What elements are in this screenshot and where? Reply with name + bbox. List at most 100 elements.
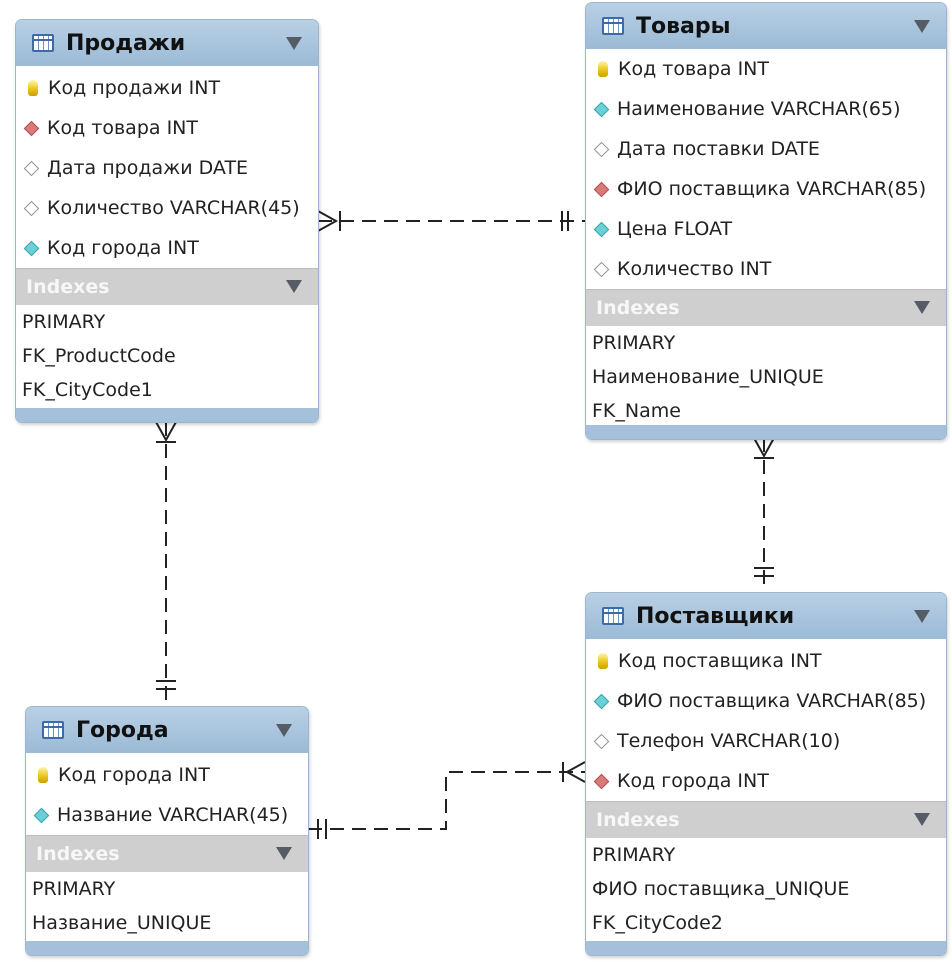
table-title: Продажи [66, 30, 186, 56]
table-sales[interactable]: Продажи Код продажи INT Код товара INT Дат… [15, 19, 319, 423]
relationship-sales-cities[interactable] [155, 421, 177, 706]
index-row[interactable]: Название_UNIQUE [32, 912, 212, 934]
column-row[interactable]: Код города INT [16, 228, 318, 268]
indexes-header[interactable]: Indexes [16, 268, 318, 305]
crowfoot-many-marker [562, 761, 586, 783]
column-row[interactable]: Код поставщика INT [586, 641, 946, 681]
crowfoot-many-marker [155, 421, 177, 443]
column-label: Количество VARCHAR(45) [47, 197, 300, 219]
column-label: Код товара INT [47, 117, 198, 139]
column-list: Код продажи INT Код товара INT Дата продаж… [16, 66, 318, 268]
indexes-title: Indexes [596, 297, 680, 319]
table-products[interactable]: Товары Код товара INT Наименование VARCHA… [585, 2, 947, 440]
table-cities[interactable]: Города Код города INT Название VARCHAR(45… [25, 706, 309, 956]
index-row[interactable]: PRIMARY [22, 311, 106, 333]
column-row[interactable]: Дата поставки DATE [586, 129, 946, 169]
table-footer [586, 941, 946, 955]
indexes-header[interactable]: Indexes [26, 835, 308, 872]
primary-key-icon [598, 653, 608, 669]
table-title: Поставщики [636, 603, 795, 629]
column-row[interactable]: Дата продажи DATE [16, 148, 318, 188]
column-row[interactable]: Количество INT [586, 249, 946, 289]
crowfoot-many-marker [317, 210, 341, 232]
column-row[interactable]: ФИО поставщика VARCHAR(85) [586, 681, 946, 721]
collapse-arrow-icon[interactable] [276, 724, 292, 737]
not-null-column-icon [593, 221, 610, 237]
table-icon [42, 721, 64, 739]
table-footer [16, 408, 318, 422]
index-list: PRIMARY Название_UNIQUE [26, 872, 308, 940]
collapse-arrow-icon[interactable] [914, 813, 930, 826]
column-row[interactable]: Код города INT [26, 755, 308, 795]
table-header[interactable]: Товары [586, 3, 946, 49]
column-row[interactable]: Наименование VARCHAR(65) [586, 89, 946, 129]
column-label: Код продажи INT [48, 77, 221, 99]
index-row[interactable]: PRIMARY [592, 332, 676, 354]
column-row[interactable]: Название VARCHAR(45) [26, 795, 308, 835]
foreign-key-icon [593, 181, 610, 197]
table-header[interactable]: Поставщики [586, 593, 946, 639]
column-row[interactable]: Код города INT [586, 761, 946, 801]
index-list: PRIMARY Наименование_UNIQUE FK_Name [586, 326, 946, 428]
one-marker [754, 567, 774, 577]
index-row[interactable]: FK_CityCode1 [22, 379, 153, 401]
not-null-column-icon [593, 693, 610, 709]
table-header[interactable]: Продажи [16, 20, 318, 66]
collapse-arrow-icon[interactable] [914, 20, 930, 33]
column-list: Код поставщика INT ФИО поставщика VARCHAR… [586, 639, 946, 801]
indexes-title: Indexes [596, 809, 680, 831]
indexes-title: Indexes [26, 276, 110, 298]
relationship-suppliers-cities[interactable] [308, 761, 586, 839]
column-label: ФИО поставщика VARCHAR(85) [617, 690, 927, 712]
column-list: Код города INT Название VARCHAR(45) [26, 753, 308, 835]
table-header[interactable]: Города [26, 707, 308, 753]
relationship-sales-products[interactable] [317, 210, 585, 232]
relationship-products-suppliers[interactable] [753, 437, 775, 592]
index-row[interactable]: PRIMARY [32, 878, 116, 900]
foreign-key-icon [593, 773, 610, 789]
column-label: Дата продажи DATE [47, 157, 249, 179]
nullable-column-icon [593, 261, 610, 277]
indexes-header[interactable]: Indexes [586, 801, 946, 838]
column-label: Количество INT [617, 258, 772, 280]
column-row[interactable]: Код продажи INT [16, 68, 318, 108]
column-label: Код города INT [58, 764, 210, 786]
index-row[interactable]: FK_ProductCode [22, 345, 176, 367]
table-icon [602, 607, 624, 625]
index-row[interactable]: ФИО поставщика_UNIQUE [592, 878, 850, 900]
column-label: ФИО поставщика VARCHAR(85) [617, 178, 927, 200]
column-row[interactable]: Количество VARCHAR(45) [16, 188, 318, 228]
primary-key-icon [598, 61, 608, 77]
column-label: Дата поставки DATE [617, 138, 820, 160]
table-suppliers[interactable]: Поставщики Код поставщика INT ФИО поставщ… [585, 592, 947, 956]
column-label: Код товара INT [618, 58, 769, 80]
index-row[interactable]: FK_Name [592, 400, 681, 422]
indexes-title: Indexes [36, 843, 120, 865]
column-label: Код города INT [617, 770, 769, 792]
crowfoot-many-marker [753, 437, 775, 459]
foreign-key-icon [23, 120, 40, 136]
column-row[interactable]: Цена FLOAT [586, 209, 946, 249]
collapse-arrow-icon[interactable] [286, 37, 302, 50]
collapse-arrow-icon[interactable] [276, 847, 292, 860]
index-list: PRIMARY ФИО поставщика_UNIQUE FK_CityCode2 [586, 838, 946, 940]
table-title: Города [76, 717, 169, 743]
collapse-arrow-icon[interactable] [914, 610, 930, 623]
column-label: Код города INT [47, 237, 199, 259]
column-label: Код поставщика INT [618, 650, 822, 672]
nullable-column-icon [23, 160, 40, 176]
index-row[interactable]: PRIMARY [592, 844, 676, 866]
table-icon [602, 17, 624, 35]
index-row[interactable]: FK_CityCode2 [592, 912, 723, 934]
column-row[interactable]: Код товара INT [16, 108, 318, 148]
collapse-arrow-icon[interactable] [914, 301, 930, 314]
indexes-header[interactable]: Indexes [586, 289, 946, 326]
column-row[interactable]: Код товара INT [586, 49, 946, 89]
collapse-arrow-icon[interactable] [286, 280, 302, 293]
column-row[interactable]: Телефон VARCHAR(10) [586, 721, 946, 761]
index-row[interactable]: Наименование_UNIQUE [592, 366, 824, 388]
column-label: Телефон VARCHAR(10) [617, 730, 841, 752]
column-row[interactable]: ФИО поставщика VARCHAR(85) [586, 169, 946, 209]
one-marker [317, 819, 327, 839]
